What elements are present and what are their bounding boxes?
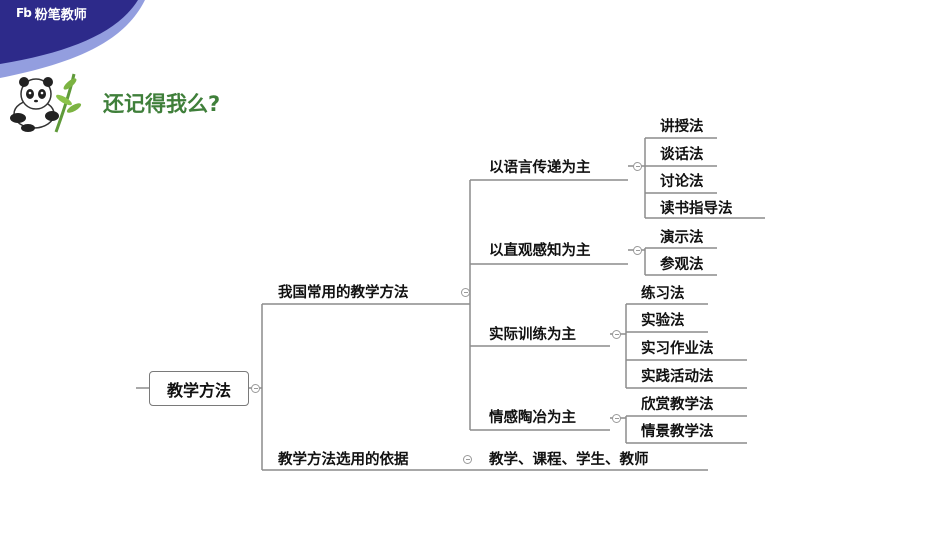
branch-node-common-methods[interactable]: 我国常用的教学方法 xyxy=(278,285,409,301)
panda-mascot-icon xyxy=(10,73,82,133)
child-node-emotion[interactable]: 情感陶冶为主 xyxy=(489,410,576,426)
leaf-node[interactable]: 实习作业法 xyxy=(641,341,714,357)
child-1-collapse-toggle[interactable] xyxy=(633,162,642,171)
child-3-collapse-toggle[interactable] xyxy=(612,330,621,339)
leaf-node[interactable]: 参观法 xyxy=(660,257,704,273)
page-title: 还记得我么? xyxy=(103,92,221,116)
brand-mark-icon: Fb xyxy=(16,6,32,20)
leaf-node[interactable]: 练习法 xyxy=(641,286,685,302)
child-2-collapse-toggle[interactable] xyxy=(633,246,642,255)
leaf-node[interactable]: 实验法 xyxy=(641,313,685,329)
leaf-node[interactable]: 谈话法 xyxy=(660,147,704,163)
leaf-node[interactable]: 情景教学法 xyxy=(641,424,714,440)
child-node-language[interactable]: 以语言传递为主 xyxy=(489,160,591,176)
brand-logo[interactable]: Fb 粉笔教师 xyxy=(16,4,87,23)
leaf-node[interactable]: 实践活动法 xyxy=(641,369,714,385)
leaf-node[interactable]: 欣赏教学法 xyxy=(641,397,714,413)
leaf-node[interactable]: 讨论法 xyxy=(660,174,704,190)
branch-1-collapse-toggle[interactable] xyxy=(461,288,470,297)
child-node-perception[interactable]: 以直观感知为主 xyxy=(489,243,591,259)
leaf-node[interactable]: 演示法 xyxy=(660,230,704,246)
mindmap-root-node[interactable]: 教学方法 xyxy=(149,371,249,406)
child-node-training[interactable]: 实际训练为主 xyxy=(489,327,576,343)
leaf-node[interactable]: 读书指导法 xyxy=(660,201,733,217)
branch-2-collapse-toggle[interactable] xyxy=(463,455,472,464)
brand-name: 粉笔教师 xyxy=(34,7,87,23)
selection-basis-value[interactable]: 教学、课程、学生、教师 xyxy=(489,452,649,468)
child-4-collapse-toggle[interactable] xyxy=(612,414,621,423)
root-collapse-toggle[interactable] xyxy=(251,384,260,393)
branch-node-selection-basis[interactable]: 教学方法选用的依据 xyxy=(278,452,409,468)
brand-banner-shape xyxy=(0,0,145,78)
leaf-node[interactable]: 讲授法 xyxy=(660,119,704,135)
